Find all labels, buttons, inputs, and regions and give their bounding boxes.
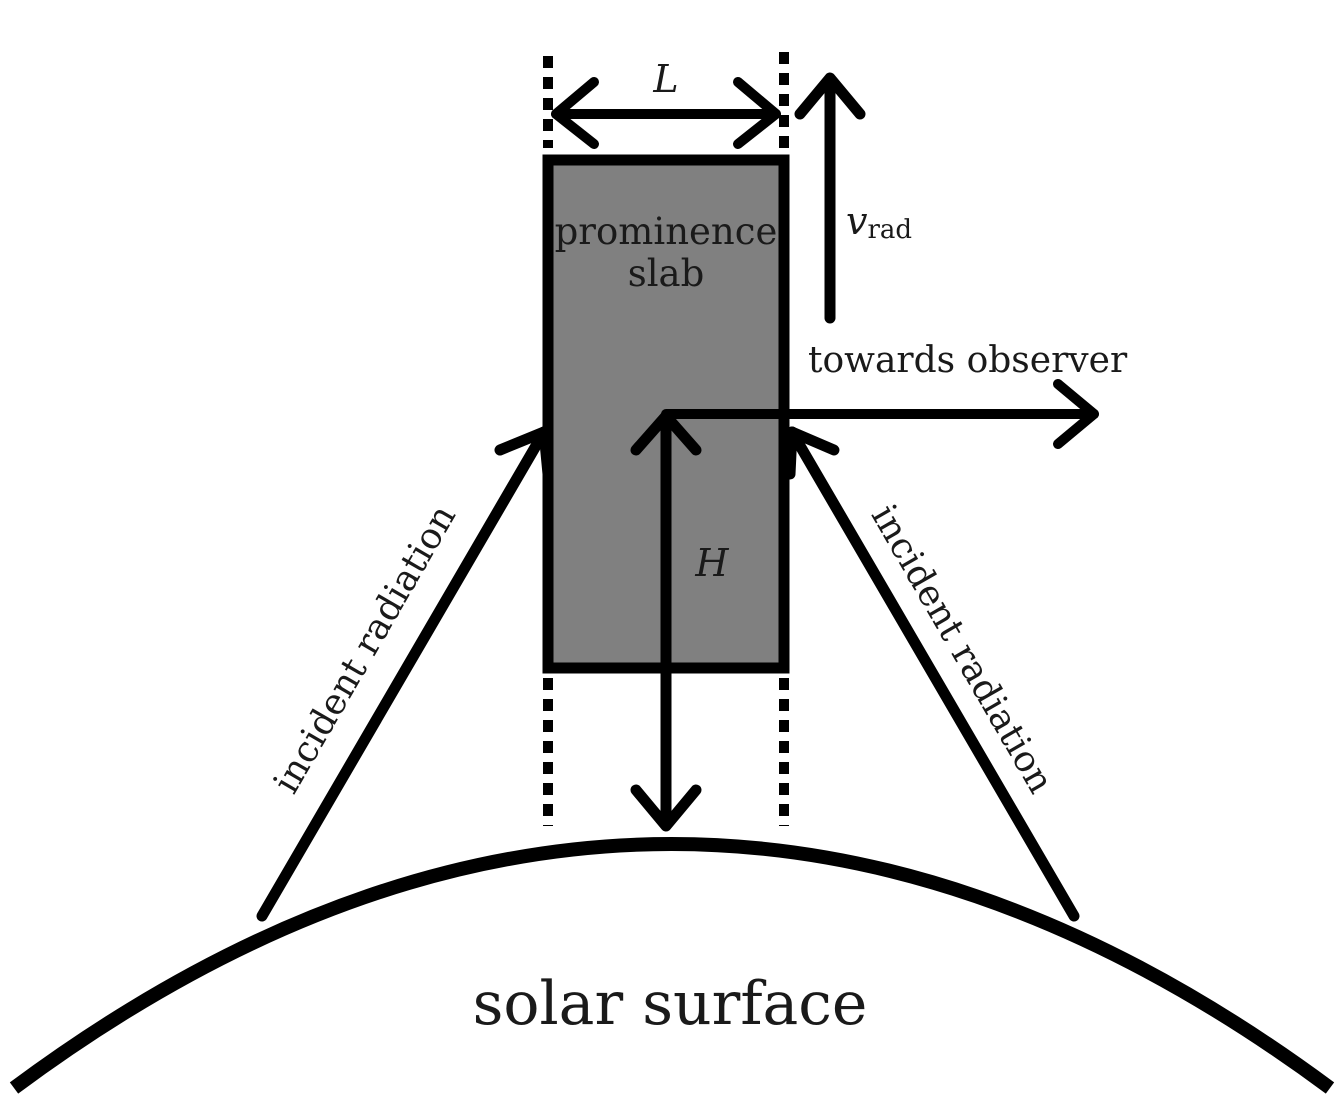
incident-radiation-right-label: incident radiation [863,498,1061,800]
height-label: H [694,541,729,585]
slab-label-line2: slab [628,252,705,295]
width-label: L [652,57,678,101]
radial-velocity-arrow [794,72,866,324]
height-arrow [630,410,702,832]
width-arrow [551,77,781,149]
velocity-symbol: v [846,199,868,243]
velocity-subscript: rad [867,215,912,245]
observer-label: towards observer [808,340,1128,381]
solar-surface-arc [9,837,1335,1094]
slab-label-line1: prominence [555,210,778,253]
observer-arrow [661,379,1099,449]
incident-radiation-left-arrow [256,426,554,922]
solar-surface-label: solar surface [473,969,868,1039]
incident-radiation-right-arrow [784,426,1080,922]
incident-radiation-left-label: incident radiation [266,498,464,800]
velocity-label: vrad [846,199,912,245]
